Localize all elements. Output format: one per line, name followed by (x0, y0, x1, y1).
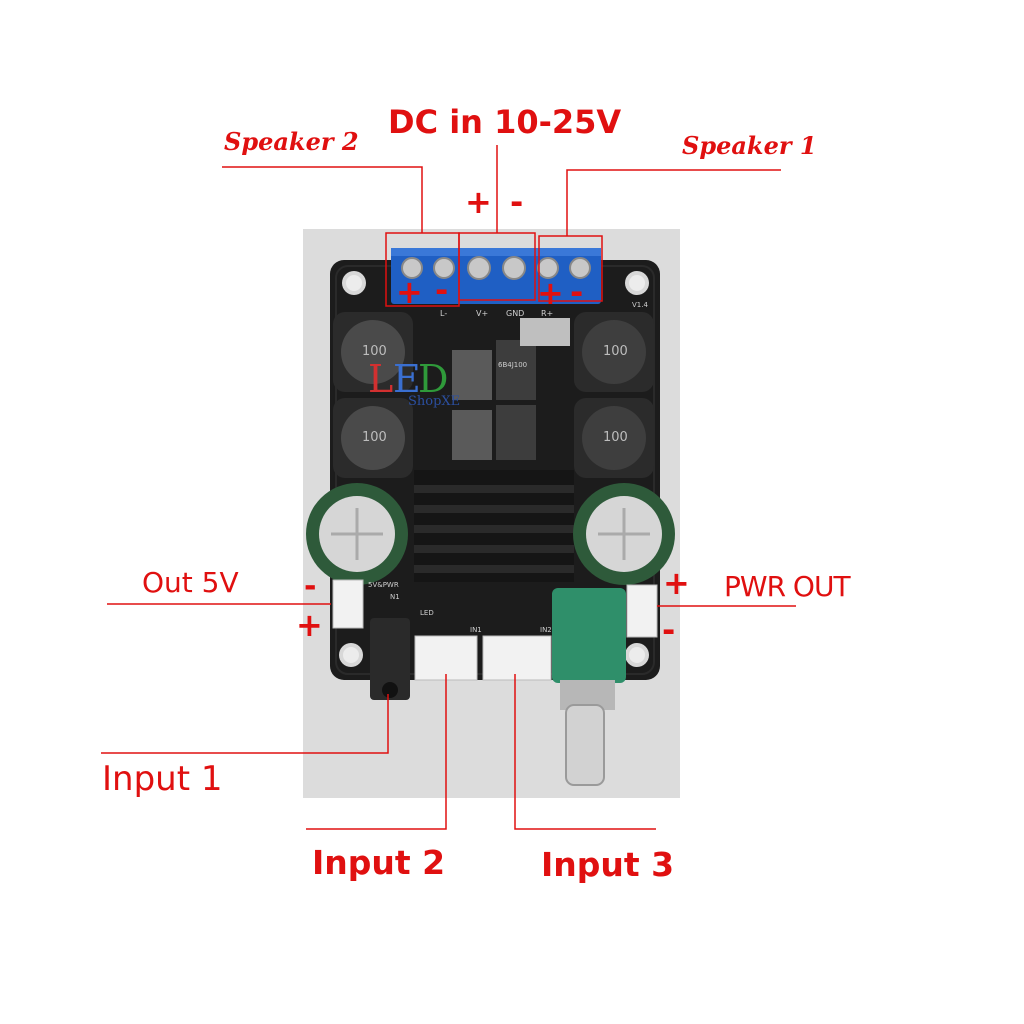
input1-line (101, 694, 389, 754)
silk-r-plus: R+ (541, 309, 554, 318)
silk-v-plus: V+ (476, 309, 489, 318)
silk-inductor-4: 100 (603, 430, 628, 445)
silk-in2: IN2 (540, 626, 552, 634)
silk-pwr-header: 5V&PWR (368, 581, 399, 589)
silk-version: V1.4 (632, 301, 648, 309)
input1-label: Input 1 (102, 759, 223, 799)
out5v-label: Out 5V (142, 566, 239, 599)
out5v-plus-sign: + (296, 606, 323, 644)
dc-in-label: DC in 10-25V (388, 103, 622, 141)
input2-line (306, 674, 447, 830)
silk-led: LED (420, 609, 434, 617)
terminal-block (391, 248, 601, 304)
speaker1-label: Speaker 1 (682, 131, 817, 160)
potentiometer (552, 588, 626, 786)
speaker2-label: Speaker 2 (224, 127, 359, 156)
heatsink (414, 470, 574, 582)
chips (452, 318, 570, 460)
speaker1-line (566, 169, 781, 236)
watermark-l: L (368, 357, 394, 401)
silk-inductor-1: 100 (362, 344, 387, 359)
silk-in1: IN1 (470, 626, 482, 634)
input3-label: Input 3 (541, 845, 675, 884)
mounting-holes (339, 271, 649, 667)
dc-plus-sign: + (465, 183, 492, 221)
capacitors (306, 483, 675, 585)
silk-inductor-2: 100 (362, 430, 387, 445)
dc-minus-sign: - (510, 183, 524, 221)
watermark-shop: ShopXE (408, 394, 461, 409)
pwr-out-plus-sign: + (663, 564, 690, 602)
input3-line (514, 674, 656, 830)
speaker1-box (538, 235, 603, 302)
silk-inductor-3: 100 (603, 344, 628, 359)
speaker2-minus-sign: - (435, 271, 449, 309)
silk-chip: 6B4J100 (498, 361, 528, 369)
headers (332, 579, 658, 681)
leader-lines (101, 145, 796, 830)
speaker2-plus-sign: + (396, 273, 423, 311)
input2-label: Input 2 (312, 843, 446, 882)
silk-gnd: GND (506, 309, 525, 318)
audio-jack (370, 618, 410, 700)
speaker1-plus-sign: + (537, 274, 564, 312)
silk-l-minus: L- (440, 309, 448, 318)
pwr-out-minus-sign: - (662, 611, 676, 649)
pwr-out-label: PWR OUT (724, 570, 851, 603)
speaker2-line (222, 166, 423, 233)
silk-n1: N1 (390, 593, 400, 601)
speaker1-minus-sign: - (570, 273, 584, 311)
watermark-e: E (393, 357, 421, 401)
watermark-d: D (418, 357, 449, 401)
out5v-minus-sign: - (304, 569, 317, 604)
inductors (333, 312, 654, 478)
